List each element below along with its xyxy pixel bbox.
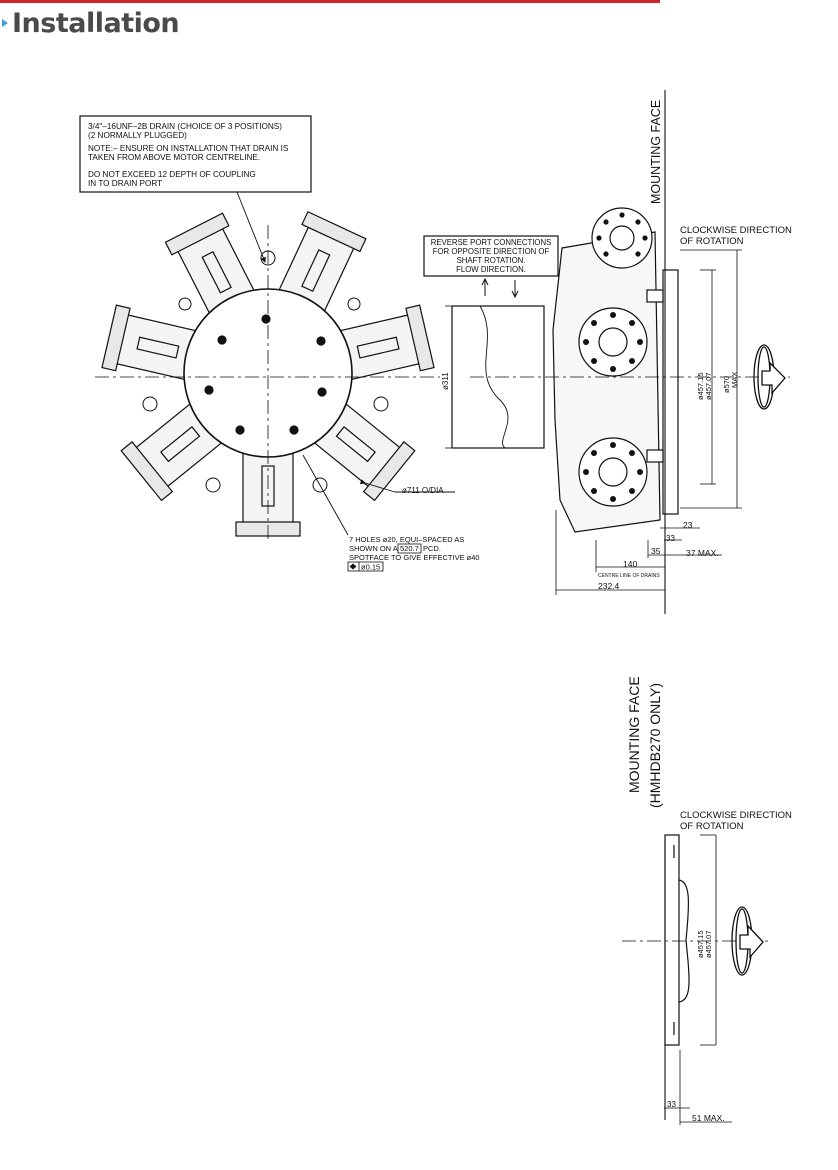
drain-note-box: 3/4"–16UNF–2B DRAIN (CHOICE OF 3 POSITIO… [79,115,312,263]
dim-457-15: ø457.15 [696,372,705,400]
side-vertical-dimensions [445,249,742,509]
port-bolt-ring [583,212,648,502]
svg-text:ø0.15: ø0.15 [361,563,380,572]
svg-text:SHOWN ON A: SHOWN ON A [349,544,398,553]
svg-text:SPOTFACE TO GIVE EFFECTIVE ø40: SPOTFACE TO GIVE EFFECTIVE ø40 [349,553,480,562]
dim-33: 33 [666,534,675,543]
motor-side-view [451,207,790,533]
position-tolerance-icon [349,563,357,570]
mounting-face-line: MOUNTING FACE [649,90,666,614]
svg-text:PCD.: PCD. [423,544,441,553]
svg-text:CLOCKWISE DIRECTION: CLOCKWISE DIRECTION [680,225,792,236]
svg-text:MOUNTING FACE: MOUNTING FACE [626,676,642,793]
bottom-mounting-face-label: MOUNTING FACE (HMHDB270 ONLY) [626,676,663,808]
svg-text:DO NOT EXCEED 12 DEPTH OF COUP: DO NOT EXCEED 12 DEPTH OF COUPLING [88,170,256,179]
bottom-rotation-label-1: CLOCKWISE DIRECTION [680,810,792,821]
bottom-dim-457-15: ø457.15 [696,930,705,958]
dim-570: ø570 [722,376,731,393]
dim-23: 23 [683,520,693,530]
rotation-direction-label: CLOCKWISE DIRECTION OF ROTATION [680,225,792,247]
svg-text:OF ROTATION: OF ROTATION [680,236,744,247]
svg-text:REVERSE PORT CONNECTIONS: REVERSE PORT CONNECTIONS [431,238,552,247]
dim-37-max: 37 MAX. [686,548,719,558]
svg-text:(2 NORMALLY PLUGGED): (2 NORMALLY PLUGGED) [88,131,187,140]
bottom-drawing: MOUNTING FACE (HMHDB270 ONLY) CLOCKWISE … [622,676,792,1125]
bottom-flange-profile [622,834,770,1125]
dim-457-07: ø457.07 [704,372,713,400]
dim-570-max: MAX [730,372,739,388]
svg-text:SHAFT ROTATION.: SHAFT ROTATION. [457,256,526,265]
svg-text:FOR OPPOSITE DIRECTION OF: FOR OPPOSITE DIRECTION OF [433,247,550,256]
bottom-dim-457-07: ø457.07 [704,930,713,958]
holes-note: 7 HOLES ø20, EQUI–SPACED AS SHOWN ON A 5… [302,454,480,572]
svg-text:7 HOLES ø20, EQUI–SPACED AS: 7 HOLES ø20, EQUI–SPACED AS [349,535,464,544]
svg-text:NOTE:– ENSURE ON INSTALLATION: NOTE:– ENSURE ON INSTALLATION THAT DRAIN… [88,144,289,153]
centre-line-of-drains: CENTRE LINE OF DRAINS [598,573,660,579]
outer-dia-callout: ø711 O/DIA [359,479,455,495]
bottom-clockwise-rotation-icon [731,906,764,976]
flow-direction-arrows-icon [481,277,519,299]
middle-port-boss [578,307,648,377]
bottom-dim-33: 33 [667,1100,676,1109]
bullet-arrow-icon [2,19,8,27]
svg-text:ø711 O/DIA: ø711 O/DIA [402,486,444,495]
dim-311: ø311 [441,372,450,390]
dim-140: 140 [623,559,637,569]
svg-text:3/4"–16UNF–2B DRAIN (CHOICE OF: 3/4"–16UNF–2B DRAIN (CHOICE OF 3 POSITIO… [88,122,282,131]
reverse-port-note: REVERSE PORT CONNECTIONS FOR OPPOSITE DI… [423,235,559,299]
side-horizontal-dimensions [555,510,722,595]
bottom-port-boss [578,437,648,507]
svg-text:TAKEN FROM ABOVE MOTOR CENTREL: TAKEN FROM ABOVE MOTOR CENTRELINE. [88,153,260,162]
svg-text:(HMHDB270 ONLY): (HMHDB270 ONLY) [647,683,663,808]
section-heading: Installation [0,4,180,42]
clockwise-rotation-icon [753,344,786,410]
svg-text:FLOW DIRECTION.: FLOW DIRECTION. [456,265,526,274]
header-accent-line [0,0,660,3]
svg-text:520.7: 520.7 [400,544,419,553]
svg-text:MOUNTING FACE: MOUNTING FACE [649,100,663,204]
svg-text:IN TO DRAIN PORT: IN TO DRAIN PORT [88,179,162,188]
dim-232-4: 232.4 [598,581,620,591]
bottom-rotation-label-2: OF ROTATION [680,821,744,832]
page-title: Installation [12,7,180,39]
motor-front-view [95,210,440,540]
dim-35: 35 [651,546,661,556]
mounting-flange [662,269,679,515]
bottom-dim-51-max: 51 MAX. [692,1113,725,1123]
mounting-bolt-holes [204,314,327,435]
front-centre-lines [95,225,440,540]
